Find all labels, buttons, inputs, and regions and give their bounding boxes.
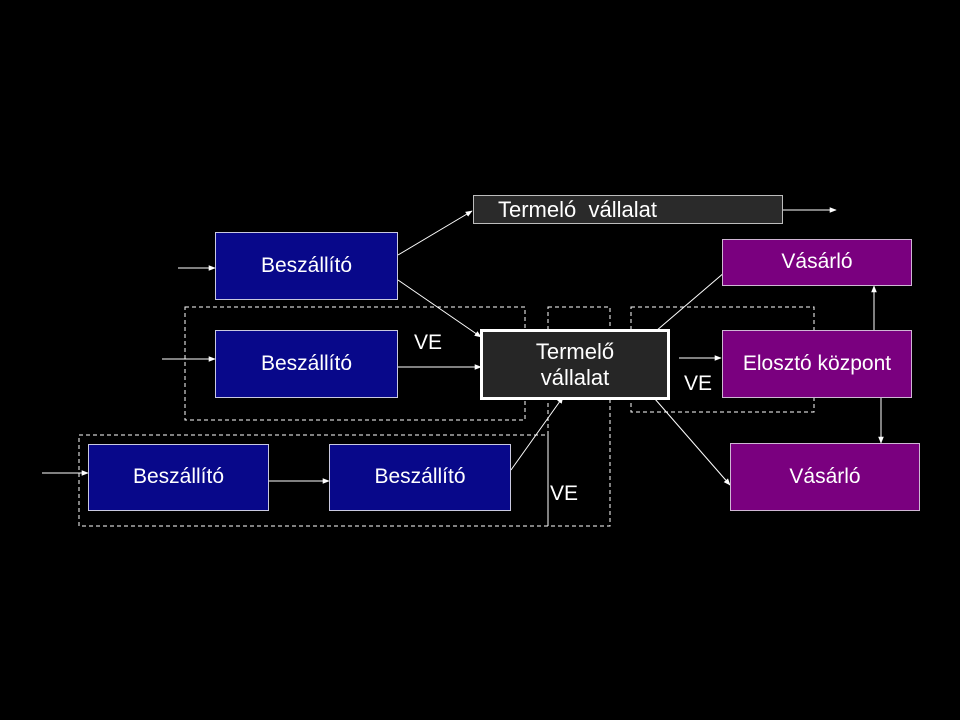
arrow-supplier4-to-center — [510, 396, 564, 471]
ve-group-center — [547, 306, 611, 527]
ve-label-right: VE — [684, 372, 713, 395]
arrow-center-to-buyer-bottom — [654, 398, 731, 486]
arrow-supplier1-to-center — [397, 279, 482, 338]
supplier-box-1: Beszállító — [215, 232, 398, 300]
central-producer-label: Termelő vállalat — [535, 339, 615, 390]
distribution-center-box: Elosztó központ — [722, 330, 912, 398]
supplier-label: Beszállító — [374, 465, 466, 489]
buyer-box-bottom: Vásárló — [730, 443, 920, 511]
buyer-label: Vásárló — [789, 464, 861, 488]
central-producer-box: Termelő vállalat — [480, 329, 670, 400]
ve-group-right — [630, 306, 815, 413]
top-producer-box: Termeló vállalat — [473, 195, 783, 224]
supplier-box-2: Beszállító — [215, 330, 398, 398]
ve-group-upper — [184, 306, 526, 421]
supplier-label: Beszállító — [260, 253, 353, 277]
supplier-label: Beszállító — [260, 351, 353, 375]
arrow-supplier1-to-top-company — [397, 210, 473, 256]
supplier-box-3: Beszállító — [88, 444, 269, 511]
ve-label-lower: VE — [550, 482, 579, 505]
ve-label-upper: VE — [414, 331, 443, 354]
top-producer-label: Termeló vállalat — [498, 196, 657, 222]
supplier-box-4: Beszállító — [329, 444, 511, 511]
arrow-center-to-buyer-top — [655, 265, 733, 332]
buyer-box-top: Vásárló — [722, 239, 912, 286]
supplier-label: Beszállító — [132, 465, 225, 489]
buyer-label: Vásárló — [781, 250, 853, 274]
distribution-center-label: Elosztó központ — [742, 351, 892, 375]
